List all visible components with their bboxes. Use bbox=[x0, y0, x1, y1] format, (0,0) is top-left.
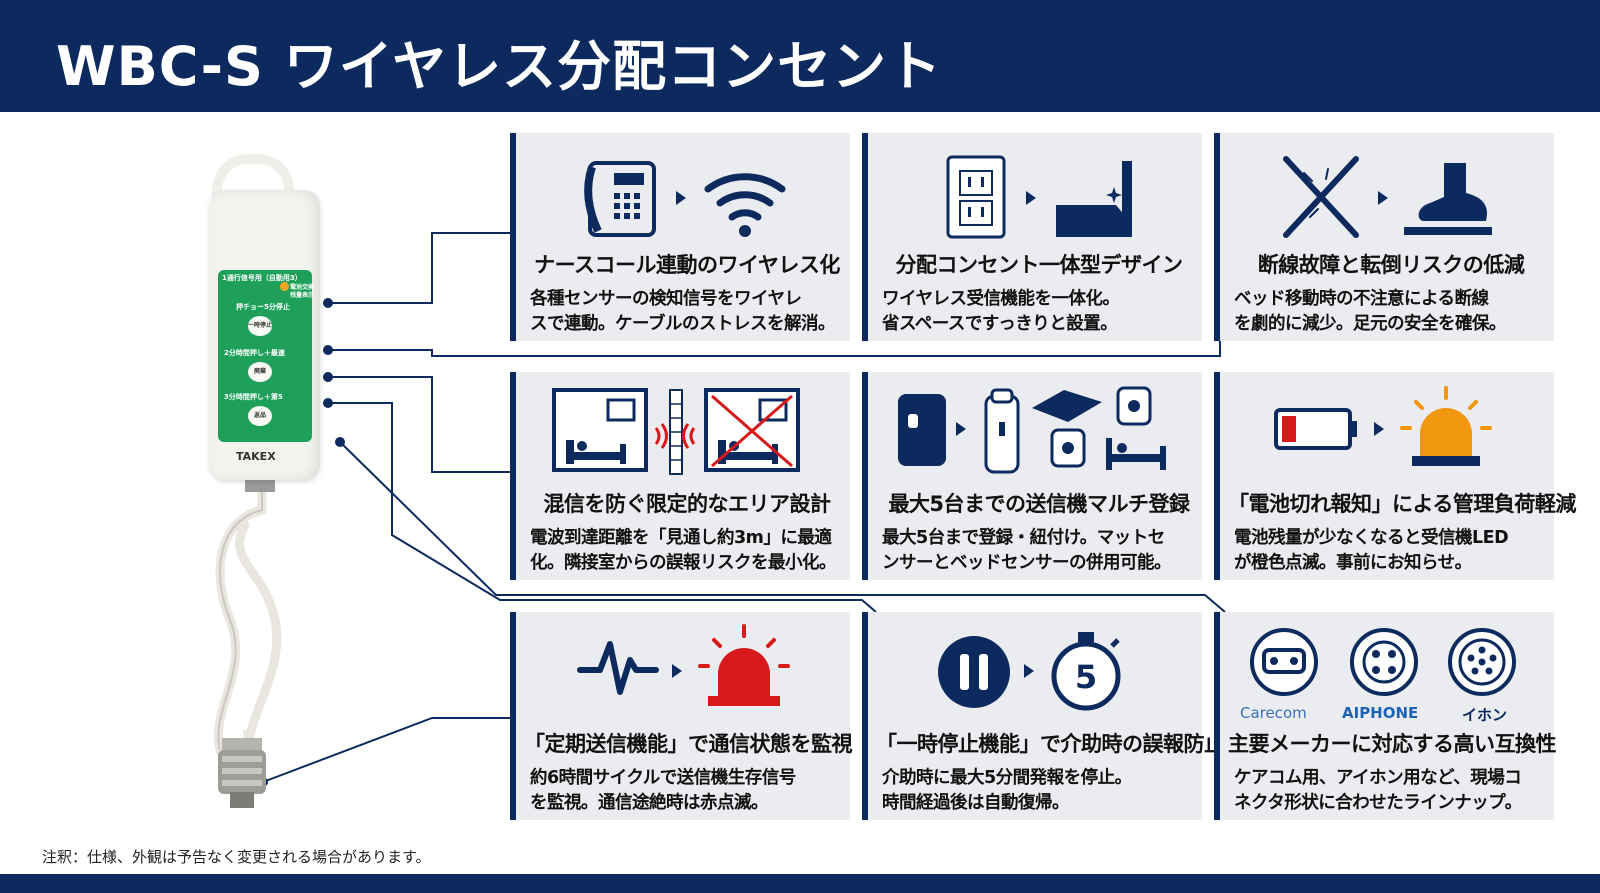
card-title: 断線故障と転倒リスクの低減 bbox=[1257, 253, 1525, 277]
feature-card-area: 混信を防ぐ限定的なエリア設計 電波到達距離を「見通し約3m」に最適化。隣接室から… bbox=[510, 372, 850, 580]
phone-icon bbox=[584, 161, 656, 237]
footnote: 注釈：仕様、外観は予告なく変更される場合があります。 bbox=[42, 848, 431, 866]
device-panel: 1通行信号用（自動用3） 電池交換 残量表示 押チョー5分停止 一時停止 2分時… bbox=[218, 270, 315, 442]
pause-button[interactable]: 一時停止 bbox=[248, 316, 272, 336]
broken-cable-icon bbox=[1283, 156, 1359, 238]
feature-card-wireless: ナースコール連動のワイヤレス化 各種センサーの検知信号をワイヤレスで連動。ケーブ… bbox=[510, 133, 850, 341]
orange-beacon-icon bbox=[1400, 386, 1492, 466]
card-desc: 約6時間サイクルで送信機生存信号を監視。通信途絶時は赤点滅。 bbox=[530, 768, 796, 813]
page-title: WBC-S ワイヤレス分配コンセント bbox=[56, 35, 943, 98]
carecom-logo: Carecom bbox=[1240, 704, 1307, 722]
transmitter-icon bbox=[898, 394, 946, 466]
card-desc: ワイヤレス受信機能を一体化。省スペースですっきりと設置。 bbox=[882, 289, 1120, 334]
bed-icon bbox=[1106, 438, 1166, 470]
feature-card-multi: 最大5台までの送信機マルチ登録 最大5台まで登録・紐付け。マットセンサーとベッド… bbox=[862, 372, 1202, 580]
card-desc: 各種センサーの検知信号をワイヤレスで連動。ケーブルのストレスを解消。 bbox=[530, 289, 835, 334]
wifi-icon bbox=[704, 173, 786, 221]
panel-label: 1通行信号用（自動用3） bbox=[222, 274, 302, 282]
led-icon bbox=[280, 282, 289, 291]
foot-icon bbox=[1404, 163, 1492, 235]
card-title: 主要メーカーに対応する高い互換性 bbox=[1228, 732, 1557, 756]
card-title: 分配コンセント一体型デザイン bbox=[895, 253, 1184, 277]
panel-label: 押チョー5分停止 bbox=[236, 303, 290, 311]
return-button[interactable]: 返品 bbox=[248, 406, 272, 426]
card-desc: ケアコム用、アイホン用など、現場コネクタ形状に合わせたラインナップ。 bbox=[1234, 768, 1522, 813]
room-icon bbox=[552, 388, 648, 472]
low-battery-icon bbox=[1274, 408, 1357, 450]
card-icons bbox=[946, 155, 1132, 239]
card-desc: ベッド移動時の不注意による断線を劇的に減少。足元の安全を確保。 bbox=[1234, 289, 1507, 334]
wall-icon bbox=[669, 389, 683, 475]
card-title: 「定期送信機能」で通信状態を監視 bbox=[524, 732, 853, 756]
ihon-logo: イホン bbox=[1462, 706, 1508, 724]
panel-label: 2分時間押し＋最速 bbox=[224, 349, 285, 357]
connector-2pin-icon bbox=[1250, 628, 1318, 696]
card-title: 最大5台までの送信機マルチ登録 bbox=[888, 492, 1190, 516]
card-icons bbox=[552, 388, 800, 475]
card-icons bbox=[584, 161, 786, 237]
outlet-icon bbox=[946, 155, 1006, 239]
card-icons bbox=[1283, 156, 1492, 238]
wireless-outlet-device: 1通行信号用（自動用3） 電池交換 残量表示 押チョー5分停止 一時停止 2分時… bbox=[190, 150, 340, 850]
timer-icon: 5 bbox=[1051, 632, 1121, 711]
footer-bar bbox=[0, 874, 1600, 893]
feature-card-pause: 5 「一時停止機能」で介助時の誤報防止 介助時に最大5分間発報を停止。時間経過後… bbox=[862, 612, 1225, 820]
feature-card-integrated: 分配コンセント一体型デザイン ワイヤレス受信機能を一体化。省スペースですっきりと… bbox=[862, 133, 1202, 341]
card-icons bbox=[577, 624, 790, 706]
panel-label: 残量表示 bbox=[290, 292, 315, 299]
heartbeat-icon bbox=[577, 641, 659, 695]
svg-text:5: 5 bbox=[1075, 658, 1097, 696]
mat-sensor-icon bbox=[1032, 390, 1102, 422]
card-desc: 電波到達距離を「見通し約3m」に最適化。隣接室からの誤報リスクを最小化。 bbox=[530, 528, 837, 573]
card-title: 混信を防ぐ限定的なエリア設計 bbox=[543, 492, 832, 516]
card-title: ナースコール連動のワイヤレス化 bbox=[534, 253, 840, 277]
panel-label: 電池交換 bbox=[290, 284, 315, 291]
card-title: 「一時停止機能」で介助時の誤報防止 bbox=[876, 732, 1225, 756]
device-icon bbox=[984, 388, 1020, 474]
feature-card-periodic: 「定期送信機能」で通信状態を監視 約6時間サイクルで送信機生存信号を監視。通信途… bbox=[510, 612, 853, 820]
panel-label: 3分時間押し＋第5 bbox=[224, 393, 283, 401]
card-icons bbox=[1250, 628, 1516, 696]
pause-icon bbox=[938, 636, 1010, 708]
brand-logo: TAKEX bbox=[236, 450, 276, 463]
card-title: 「電池切れ報知」による管理負荷軽減 bbox=[1228, 492, 1576, 516]
connector-6pin-icon bbox=[1448, 628, 1516, 696]
card-desc: 最大5台まで登録・紐付け。マットセンサーとベッドセンサーの併用可能。 bbox=[882, 528, 1172, 573]
header-bar: WBC-S ワイヤレス分配コンセント bbox=[0, 0, 1600, 112]
feature-card-compat: Carecom AIPHONE イホン 主要メーカーに対応する高い互換性 ケアコ… bbox=[1214, 612, 1557, 820]
device-handle bbox=[212, 154, 294, 214]
card-icons bbox=[898, 386, 1166, 474]
card-icons: 5 bbox=[938, 632, 1121, 711]
room-blocked-icon bbox=[704, 388, 800, 472]
card-icons bbox=[1274, 386, 1492, 466]
cable-illustration bbox=[214, 475, 282, 808]
connector-4pin-icon bbox=[1350, 628, 1418, 696]
aiphone-logo: AIPHONE bbox=[1342, 704, 1419, 722]
discard-button[interactable]: 廃棄 bbox=[248, 362, 272, 382]
red-beacon-icon bbox=[698, 624, 790, 706]
maker-logos: Carecom AIPHONE イホン bbox=[1240, 704, 1540, 724]
card-desc: 介助時に最大5分間発報を停止。時間経過後は自動復帰。 bbox=[882, 768, 1132, 813]
signal-icon bbox=[654, 423, 668, 449]
wall-mount-icon bbox=[1056, 161, 1132, 237]
feature-card-safety: 断線故障と転倒リスクの低減 ベッド移動時の不注意による断線を劇的に減少。足元の安… bbox=[1214, 133, 1554, 341]
